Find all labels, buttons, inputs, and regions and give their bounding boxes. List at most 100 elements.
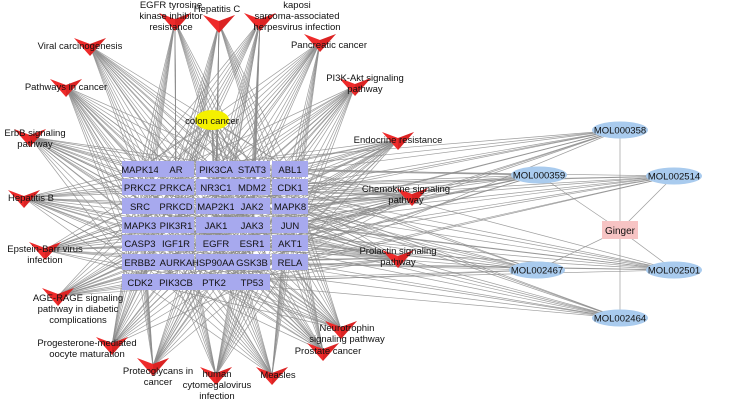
target-node-box (158, 161, 194, 177)
pathway-node-shade (323, 343, 339, 361)
pathway-node[interactable] (244, 13, 276, 31)
target-node[interactable]: MAPK8 (272, 198, 308, 214)
target-node[interactable]: ERBB2 (122, 254, 158, 270)
target-node-box (158, 179, 194, 195)
target-node[interactable]: PRKCA (158, 179, 194, 195)
compound-node[interactable]: MOL002514 (646, 167, 702, 185)
target-label: ESR1 (240, 239, 265, 250)
compound-node[interactable]: MOL002501 (646, 261, 702, 279)
edge-compound-target (175, 129, 621, 188)
pathway-node[interactable] (307, 343, 339, 361)
pathway-node[interactable] (382, 132, 414, 150)
herb-node[interactable]: Ginger (602, 221, 638, 239)
pathway-node[interactable] (50, 79, 82, 97)
compound-node[interactable]: MOL000358 (592, 121, 648, 139)
target-label: EGFR (203, 239, 230, 250)
target-node-box (158, 198, 194, 214)
pathway-node-shade (216, 367, 232, 385)
pathway-node[interactable] (256, 367, 288, 385)
pathway-node[interactable] (137, 358, 169, 376)
pathway-node[interactable] (200, 367, 232, 385)
pathway-node[interactable] (96, 337, 128, 355)
pathway-node[interactable] (29, 242, 61, 260)
pathway-node-shape (339, 78, 371, 96)
edge-pathway-target (23, 186, 141, 199)
pathway-node[interactable] (8, 190, 40, 208)
pathway-node[interactable] (304, 34, 336, 52)
compound-node[interactable]: MOL000359 (511, 166, 567, 184)
target-node[interactable]: PRKCZ (122, 179, 158, 195)
pathway-node[interactable] (14, 129, 46, 147)
target-node[interactable]: PIK3CA (196, 161, 236, 177)
pathway-node-shade (45, 242, 61, 260)
target-node[interactable]: CDK2 (122, 274, 158, 290)
target-node[interactable]: ABL1 (272, 161, 308, 177)
target-node[interactable]: MAPK14 (121, 161, 159, 177)
edge-pathway-target (215, 205, 253, 376)
target-node[interactable]: MDM2 (234, 179, 270, 195)
target-node-box (158, 274, 194, 290)
target-node[interactable]: GSK3B (234, 254, 270, 270)
target-node[interactable]: AURKA (158, 254, 194, 270)
compound-node[interactable]: MOL002464 (592, 309, 648, 327)
edge-pathway-target (139, 41, 321, 207)
target-node[interactable]: JAK3 (234, 217, 270, 233)
target-node-box (272, 254, 308, 270)
compound-node-shape (509, 261, 565, 279)
target-label: GSK3B (236, 258, 268, 269)
target-node[interactable]: JAK1 (196, 217, 236, 233)
pathway-node[interactable] (325, 321, 357, 339)
target-node[interactable]: EGFR (196, 235, 236, 251)
pathway-node[interactable] (339, 78, 371, 96)
target-node[interactable]: JUN (272, 217, 308, 233)
pathway-node-shape (14, 129, 46, 147)
target-node[interactable]: MAPK3 (122, 217, 158, 233)
edge-pathway-target (218, 22, 291, 188)
pathway-node[interactable] (159, 13, 191, 31)
target-node[interactable]: AR (158, 161, 194, 177)
edge-compound-target (251, 186, 621, 319)
target-node[interactable]: PRKCD (158, 198, 194, 214)
target-node[interactable]: TP53 (234, 274, 270, 290)
target-label: MDM2 (238, 183, 266, 194)
pathway-node-shape (159, 13, 191, 31)
pathway-node[interactable] (396, 188, 428, 206)
target-node[interactable]: CASP3 (122, 235, 158, 251)
pathway-node-shape (244, 13, 276, 31)
pathway-node-shape (200, 367, 232, 385)
pathway-node-shape (8, 190, 40, 208)
target-label: JUN (281, 221, 300, 232)
target-node[interactable]: PTK2 (194, 274, 234, 290)
target-node[interactable]: SRC (122, 198, 158, 214)
target-node[interactable]: STAT3 (234, 161, 270, 177)
compound-node[interactable]: MOL002467 (509, 261, 565, 279)
target-node-box (194, 274, 234, 290)
target-label: ERBB2 (124, 258, 155, 269)
target-node[interactable]: PIK3CB (158, 274, 194, 290)
pathway-node[interactable] (203, 15, 235, 33)
target-node[interactable]: CDK1 (272, 179, 308, 195)
target-node[interactable]: RELA (272, 254, 308, 270)
edge-pathway-target (65, 86, 253, 170)
target-node[interactable]: MAP2K1 (196, 198, 236, 214)
target-label: PRKCZ (124, 183, 156, 194)
target-node[interactable]: NR3C1 (196, 179, 236, 195)
edge-pathway-target (23, 197, 141, 226)
pathway-node[interactable] (74, 38, 106, 56)
target-node-box (272, 235, 308, 251)
target-node[interactable]: ESR1 (234, 235, 270, 251)
target-node[interactable]: PIK3R1 (158, 217, 194, 233)
target-node-box (196, 161, 236, 177)
pathway-node[interactable] (382, 250, 414, 268)
target-node[interactable]: JAK2 (234, 198, 270, 214)
target-node-box (122, 235, 158, 251)
target-node[interactable]: IGF1R (158, 235, 194, 251)
target-node[interactable]: AKT1 (272, 235, 308, 251)
target-node[interactable]: HSP90AA1 (192, 254, 240, 270)
disease-node[interactable]: colon cancer (185, 110, 239, 130)
target-node-box (196, 235, 236, 251)
edge-pathway-target (89, 45, 177, 226)
compound-label: MOL002464 (594, 314, 646, 325)
pathway-node[interactable] (42, 288, 74, 306)
